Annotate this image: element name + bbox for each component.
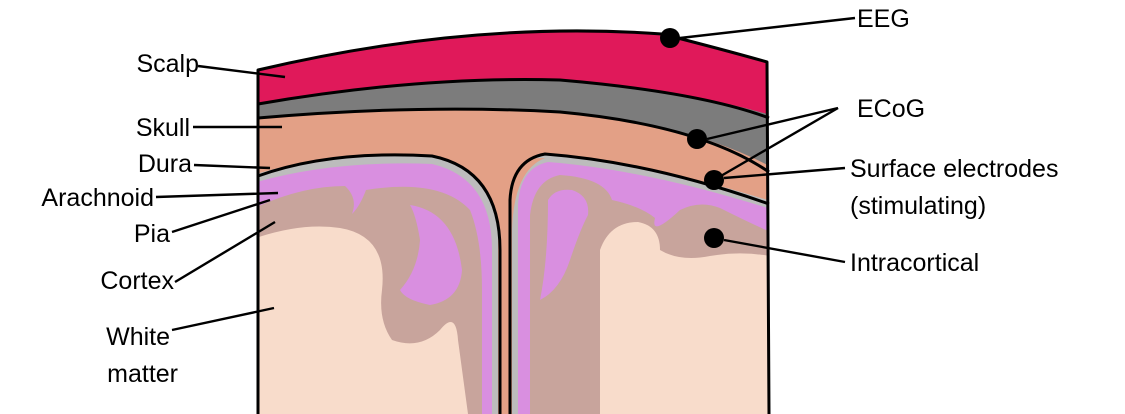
label-surface-electrodes: Surface electrodes (850, 155, 1058, 183)
label-ecog: ECoG (857, 95, 925, 123)
intracortical-electrode (704, 228, 724, 248)
label-white-matter-line1: White (106, 323, 170, 351)
label-scalp: Scalp (136, 50, 199, 78)
label-skull: Skull (136, 114, 190, 142)
label-white-matter-line2: matter (107, 360, 178, 388)
label-arachnoid: Arachnoid (41, 184, 154, 212)
right-labels: EEG ECoG Surface electrodes (stimulating… (850, 5, 1058, 277)
label-eeg: EEG (857, 5, 910, 33)
label-intracortical: Intracortical (850, 249, 979, 277)
sulcus-gap-right (556, 273, 600, 414)
label-stimulating: (stimulating) (850, 192, 986, 220)
left-labels: Scalp Skull Dura Arachnoid Pia Cortex Wh… (41, 50, 199, 388)
ecog-electrode (687, 129, 707, 149)
label-pia: Pia (134, 220, 170, 248)
label-dura: Dura (138, 150, 192, 178)
eeg-electrode (660, 28, 680, 48)
label-cortex: Cortex (100, 267, 174, 295)
